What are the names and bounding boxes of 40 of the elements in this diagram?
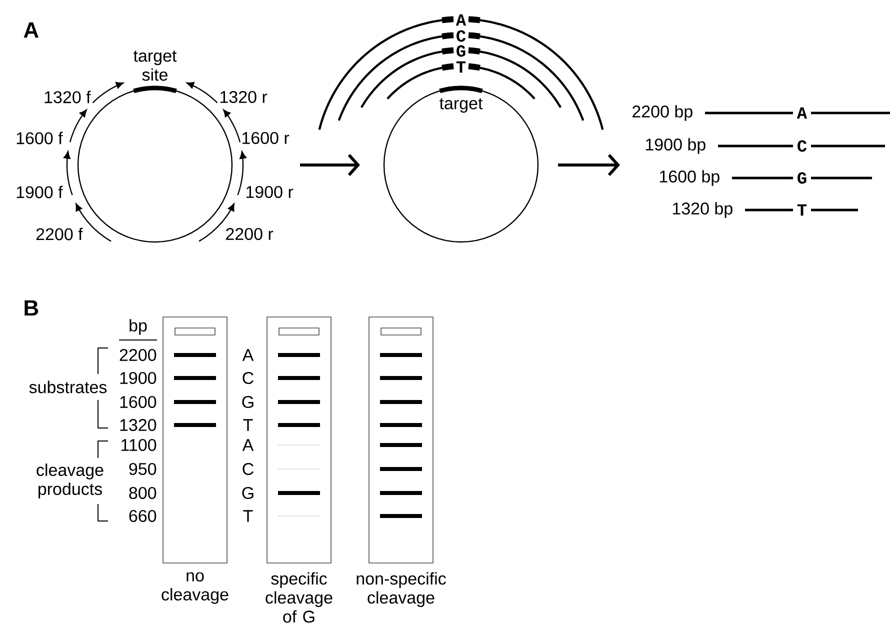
fragment-size: 2200 bp xyxy=(632,105,692,121)
group-label: cleavage products xyxy=(36,464,104,498)
base-label: G xyxy=(242,486,254,500)
gel-lane: non-specific cleavage xyxy=(356,316,446,608)
base-label: A xyxy=(242,349,254,361)
node-label: A xyxy=(456,14,466,26)
node-label: 1600 r xyxy=(242,132,290,144)
node-label: non-specific cleavage xyxy=(356,572,446,608)
base-label: T xyxy=(243,419,253,431)
base-label: T xyxy=(243,510,253,522)
unit-label: bp xyxy=(130,319,147,335)
node-label: G xyxy=(456,45,466,57)
node-label: target site xyxy=(134,50,177,81)
node-label: C xyxy=(456,30,466,42)
gel-lane: no cleavage xyxy=(162,316,228,604)
node-label: 1900 f xyxy=(16,186,63,198)
arrow xyxy=(558,154,620,176)
dna-fragment: A xyxy=(705,107,890,119)
node-label: 1900 r xyxy=(246,186,294,198)
node-label: specific cleavage of G xyxy=(266,572,332,623)
panel-letter: B xyxy=(24,300,38,316)
fragment-size: 1900 bp xyxy=(646,138,706,154)
dna-fragment: T xyxy=(745,204,858,216)
node-label: 1600 f xyxy=(16,132,63,144)
gel-lane: specific cleavage of G xyxy=(266,316,332,623)
node-label: 2200 f xyxy=(36,228,83,240)
base-label: C xyxy=(242,462,254,476)
fragment-size: 1600 bp xyxy=(660,170,720,186)
node-label: 2200 r xyxy=(226,228,274,240)
dna-fragment: C xyxy=(718,140,885,152)
base-label: A xyxy=(242,439,254,451)
dna-fragment: G xyxy=(732,172,872,184)
arrow xyxy=(300,154,360,176)
node-label: no cleavage xyxy=(162,572,228,604)
node-label: T xyxy=(456,61,466,73)
group-label: substrates xyxy=(29,380,107,394)
base-label: C xyxy=(242,372,254,384)
panel-letter: A xyxy=(24,22,39,38)
fragment-size: 1320 bp xyxy=(673,202,732,218)
base-label: G xyxy=(242,396,254,408)
